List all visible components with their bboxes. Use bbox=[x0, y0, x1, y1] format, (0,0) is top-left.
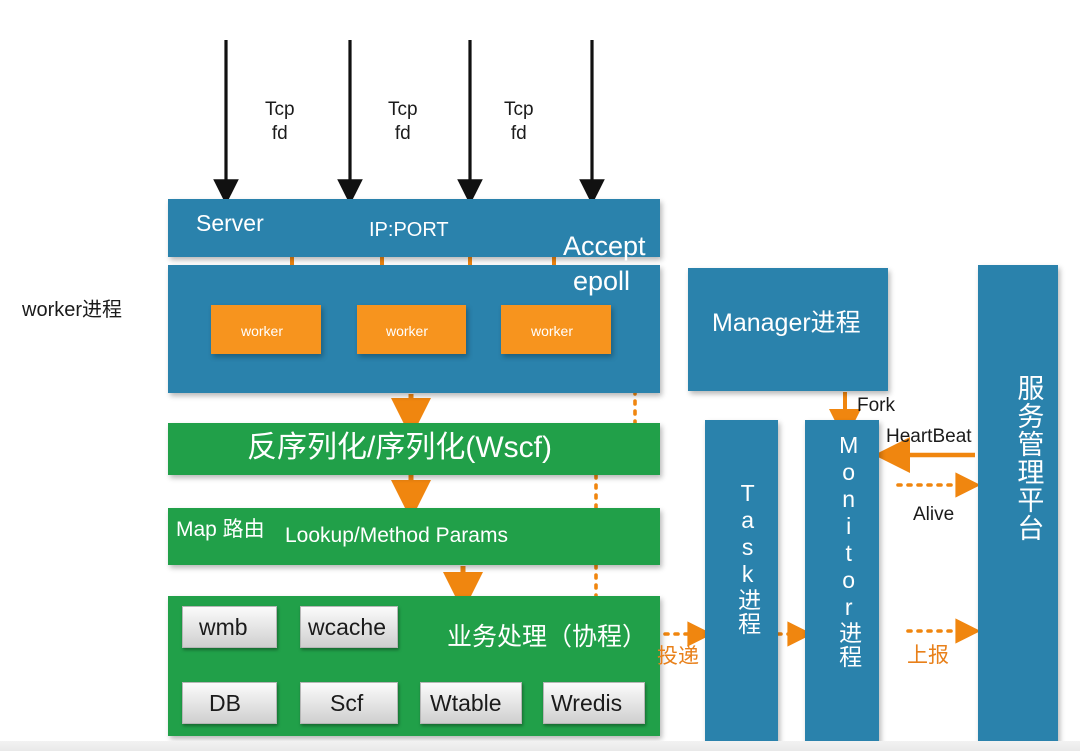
bottom-band bbox=[0, 741, 1080, 751]
component-wtable-label: Wtable bbox=[430, 690, 502, 716]
accept-label: Accept bbox=[563, 231, 646, 261]
service-platform-box[interactable] bbox=[978, 265, 1058, 745]
alive-label: Alive bbox=[913, 504, 955, 525]
component-scf[interactable] bbox=[300, 682, 398, 724]
worker-box-2[interactable] bbox=[357, 305, 466, 354]
business-label: 业务处理（协程） bbox=[447, 623, 648, 651]
component-wtable[interactable] bbox=[420, 682, 522, 724]
fd-label-text: fd bbox=[271, 123, 288, 144]
component-wmb[interactable] bbox=[182, 606, 277, 648]
worker-label-1: worker bbox=[241, 323, 284, 339]
worker-process-label: worker进程 bbox=[22, 299, 123, 321]
component-wredis-label: Wredis bbox=[551, 690, 623, 716]
report-label: 上报 bbox=[907, 644, 949, 667]
tcp-fd-label-2: Tcp fd bbox=[388, 100, 418, 143]
monitor-box[interactable] bbox=[805, 420, 879, 745]
tcp-fd-label-1: Tcp fd bbox=[265, 100, 295, 143]
fork-label: Fork bbox=[857, 395, 895, 416]
component-wredis[interactable] bbox=[543, 682, 645, 724]
map-route-label: Map 路由 bbox=[176, 518, 265, 541]
task-box[interactable] bbox=[705, 420, 778, 745]
worker-label-3: worker bbox=[531, 323, 574, 339]
tcp-label-text: Tcp bbox=[504, 99, 534, 120]
ip-port-label: IP:PORT bbox=[369, 219, 449, 241]
tcp-fd-label-3: Tcp fd bbox=[504, 100, 534, 143]
serialization-box[interactable] bbox=[168, 423, 660, 475]
epoll-label: epoll bbox=[573, 266, 631, 296]
worker-box-1[interactable] bbox=[211, 305, 321, 354]
component-db[interactable] bbox=[182, 682, 277, 724]
worker-box-3[interactable] bbox=[501, 305, 611, 354]
component-db-label: DB bbox=[209, 690, 241, 716]
deliver-label: 投递 bbox=[657, 645, 699, 668]
monitor-label: Monitor进程 bbox=[835, 432, 862, 669]
fd-label-text: fd bbox=[394, 123, 411, 144]
component-wcache-label: wcache bbox=[308, 614, 386, 640]
heartbeat-label: HeartBeat bbox=[886, 426, 972, 447]
server-title: Server bbox=[196, 210, 264, 236]
component-wcache[interactable] bbox=[300, 606, 398, 648]
serialization-label: 反序列化/序列化(Wscf) bbox=[247, 431, 552, 464]
manager-box[interactable] bbox=[688, 268, 888, 391]
component-wmb-label: wmb bbox=[199, 614, 248, 640]
service-platform-label: 服务管理平台 bbox=[1013, 374, 1044, 542]
tcp-label-text: Tcp bbox=[388, 99, 418, 120]
map-route-box[interactable] bbox=[168, 508, 660, 565]
server-box[interactable] bbox=[168, 199, 660, 257]
lookup-params-label: Lookup/Method Params bbox=[285, 524, 508, 547]
tcp-label-text: Tcp bbox=[265, 99, 295, 120]
fd-label-text: fd bbox=[510, 123, 527, 144]
task-label: Task进程 bbox=[734, 480, 761, 636]
component-scf-label: Scf bbox=[330, 690, 364, 716]
worker-label-2: worker bbox=[386, 323, 429, 339]
manager-label: Manager进程 bbox=[712, 309, 861, 337]
